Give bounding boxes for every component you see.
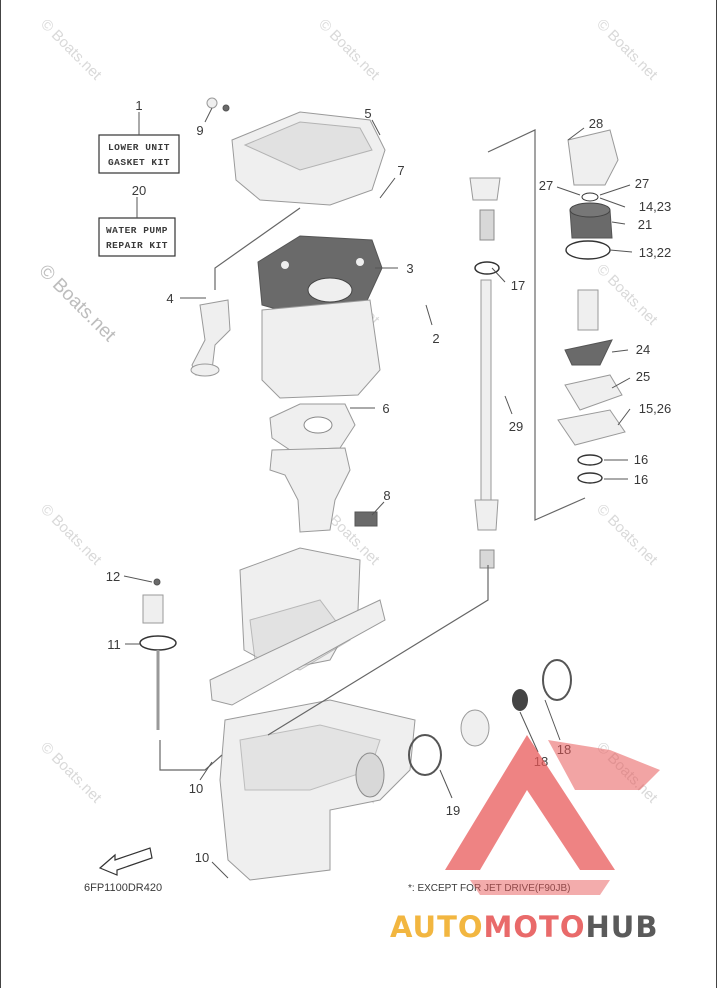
part-number-label[interactable]: 10: [189, 781, 203, 796]
exhaust-pipe-part: [269, 447, 351, 533]
part-number-label[interactable]: 19: [446, 803, 460, 818]
watermark: © Boats.net: [34, 261, 120, 347]
part-number-label[interactable]: 7: [397, 163, 404, 178]
watermark: © Boats.net: [37, 739, 105, 807]
logo-wordmark: AUTOMOTOHUB: [390, 910, 658, 944]
part-number-label[interactable]: 21: [638, 217, 652, 232]
part-number-label[interactable]: 16: [634, 452, 648, 467]
automotohub-logo: AUTOMOTOHUB: [390, 735, 660, 944]
part-number-label[interactable]: 29: [509, 419, 523, 434]
logo-base-icon: [470, 880, 610, 895]
water-pump-repair-kit-box[interactable]: WATER PUMP REPAIR KIT 20: [98, 183, 176, 257]
part-number-label[interactable]: 25: [636, 369, 650, 384]
upper-casing-part: [206, 97, 386, 206]
part-number-label[interactable]: 3: [406, 261, 413, 276]
lower-case-part: [219, 699, 416, 881]
part-number-label[interactable]: 8: [383, 488, 390, 503]
watermark: © Boats.net: [37, 501, 105, 569]
bracket-part-8: [354, 511, 378, 527]
part-number-label[interactable]: 13,22: [639, 245, 672, 260]
logo-triangle-icon: [445, 735, 615, 870]
part-number-label[interactable]: 1: [135, 98, 142, 113]
lower-unit-gasket-kit-box[interactable]: LOWER UNIT GASKET KIT 1: [98, 98, 180, 174]
watermark: © Boats.net: [37, 16, 105, 84]
part-number-label[interactable]: 27: [539, 178, 553, 193]
kit-box-frame: [98, 134, 180, 174]
kit-label-line2: REPAIR KIT: [106, 240, 168, 251]
part-number-label[interactable]: 28: [589, 116, 603, 131]
watermark: © Boats.net: [315, 16, 383, 84]
kit-label-line1: LOWER UNIT: [108, 142, 170, 153]
part-number-label[interactable]: 27: [635, 176, 649, 191]
propeller-shaft-parts: [355, 659, 572, 798]
oil-pan-part: [209, 547, 386, 706]
exhaust-guide-part: [190, 299, 381, 399]
part-number-label[interactable]: 16: [634, 472, 648, 487]
part-number-label[interactable]: 2: [432, 331, 439, 346]
watermark: © Boats.net: [593, 16, 661, 84]
drive-shaft-part: [469, 177, 501, 569]
gasket-part-6: [269, 403, 356, 451]
logo-wing-icon: [548, 740, 660, 790]
part-number-label[interactable]: 10: [195, 850, 209, 865]
part-number-label[interactable]: 11: [107, 637, 121, 652]
kit-label-line1: WATER PUMP: [106, 225, 168, 236]
front-direction-arrow-icon: [98, 847, 153, 876]
diagram-reference-code: 6FP1100DR420: [84, 882, 162, 894]
part-number-label[interactable]: 20: [132, 183, 146, 198]
part-number-label[interactable]: 9: [196, 123, 203, 138]
water-pump-stack: [557, 129, 626, 484]
logo-text-auto: AUTO: [390, 910, 484, 944]
kit-label-line2: GASKET KIT: [108, 157, 170, 168]
watermark: © Boats.net: [593, 501, 661, 569]
part-number-label[interactable]: 24: [636, 342, 650, 357]
part-number-label[interactable]: 12: [106, 569, 120, 584]
part-number-label[interactable]: 6: [382, 401, 389, 416]
water-tube-part: [139, 578, 177, 730]
kit-box-frame: [98, 217, 176, 257]
part-number-label[interactable]: 17: [511, 278, 525, 293]
part-number-label[interactable]: 5: [364, 106, 371, 121]
gasket-part-3: [257, 235, 383, 319]
connector-lines: [159, 129, 586, 771]
logo-text-moto: MOTO: [484, 910, 586, 944]
watermark: © Boats.net: [593, 261, 661, 329]
part-number-label[interactable]: 4: [166, 291, 173, 306]
part-number-label[interactable]: 14,23: [639, 199, 672, 214]
part-number-label[interactable]: 15,26: [639, 401, 672, 416]
logo-text-hub: HUB: [586, 910, 659, 944]
